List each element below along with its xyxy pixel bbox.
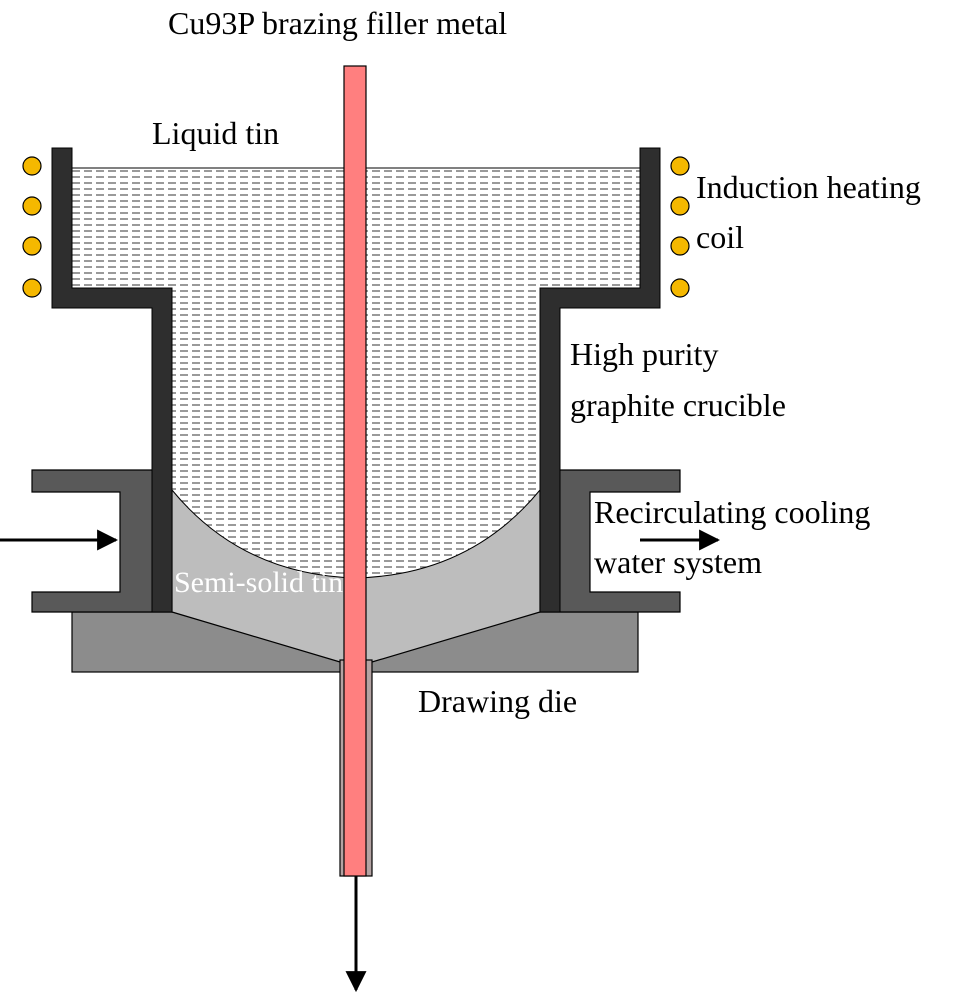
semi-solid-label: Semi-solid tin [174,566,343,599]
filler-metal-rod [343,65,367,877]
coil-turn [670,196,690,216]
liquid-tin-label: Liquid tin [152,115,279,151]
coil-turn [22,278,42,298]
cooling-label-line1: Recirculating cooling [594,494,870,530]
coil-turn [22,196,42,216]
crucible-label-line2: graphite crucible [570,387,786,423]
coil-turn [670,156,690,176]
crucible-wall-left [51,147,173,613]
coil-label-line2: coil [696,219,744,255]
crucible-wall-right [539,147,661,613]
induction-coil-left [22,156,42,298]
cooling-label-line2: water system [594,544,762,580]
coil-turn [670,236,690,256]
drawing-die-label: Drawing die [418,683,577,719]
coil-turn [670,278,690,298]
coil-turn [22,156,42,176]
crucible-label-line1: High purity [570,336,718,372]
induction-coil-right [670,156,690,298]
rod-label: Cu93P brazing filler metal [168,5,507,41]
coil-label-line1: Induction heating [696,169,921,205]
coil-turn [22,236,42,256]
